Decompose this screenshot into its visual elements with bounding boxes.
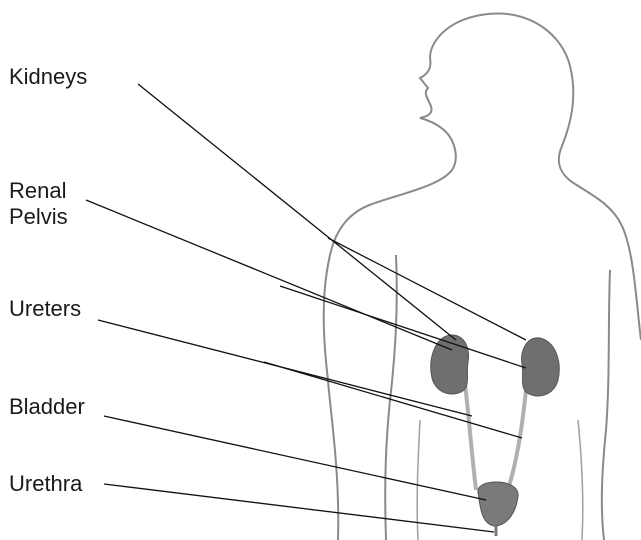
- right-waist-contour: [578, 420, 583, 540]
- right-arm-contour: [602, 270, 610, 540]
- label-urethra: Urethra: [9, 471, 82, 497]
- label-ureters: Ureters: [9, 296, 81, 322]
- label-renal-line1: Renal: [9, 178, 68, 204]
- leader-urethra: [104, 484, 494, 532]
- body-outline: [324, 14, 641, 540]
- label-bladder-text: Bladder: [9, 394, 85, 420]
- leader-kidneys-b: [328, 238, 526, 340]
- label-kidneys-text: Kidneys: [9, 64, 87, 90]
- leader-bladder: [104, 416, 486, 500]
- leader-renal-b: [280, 286, 526, 368]
- bladder: [478, 482, 518, 526]
- left-arm-contour: [385, 255, 397, 540]
- label-renal-line2: Pelvis: [9, 204, 68, 230]
- label-ureters-text: Ureters: [9, 296, 81, 322]
- leader-kidneys-a: [138, 84, 456, 340]
- label-renal-pelvis: Renal Pelvis: [9, 178, 68, 230]
- label-bladder: Bladder: [9, 394, 85, 420]
- label-kidneys: Kidneys: [9, 64, 87, 90]
- right-kidney: [522, 338, 560, 396]
- label-urethra-text: Urethra: [9, 471, 82, 497]
